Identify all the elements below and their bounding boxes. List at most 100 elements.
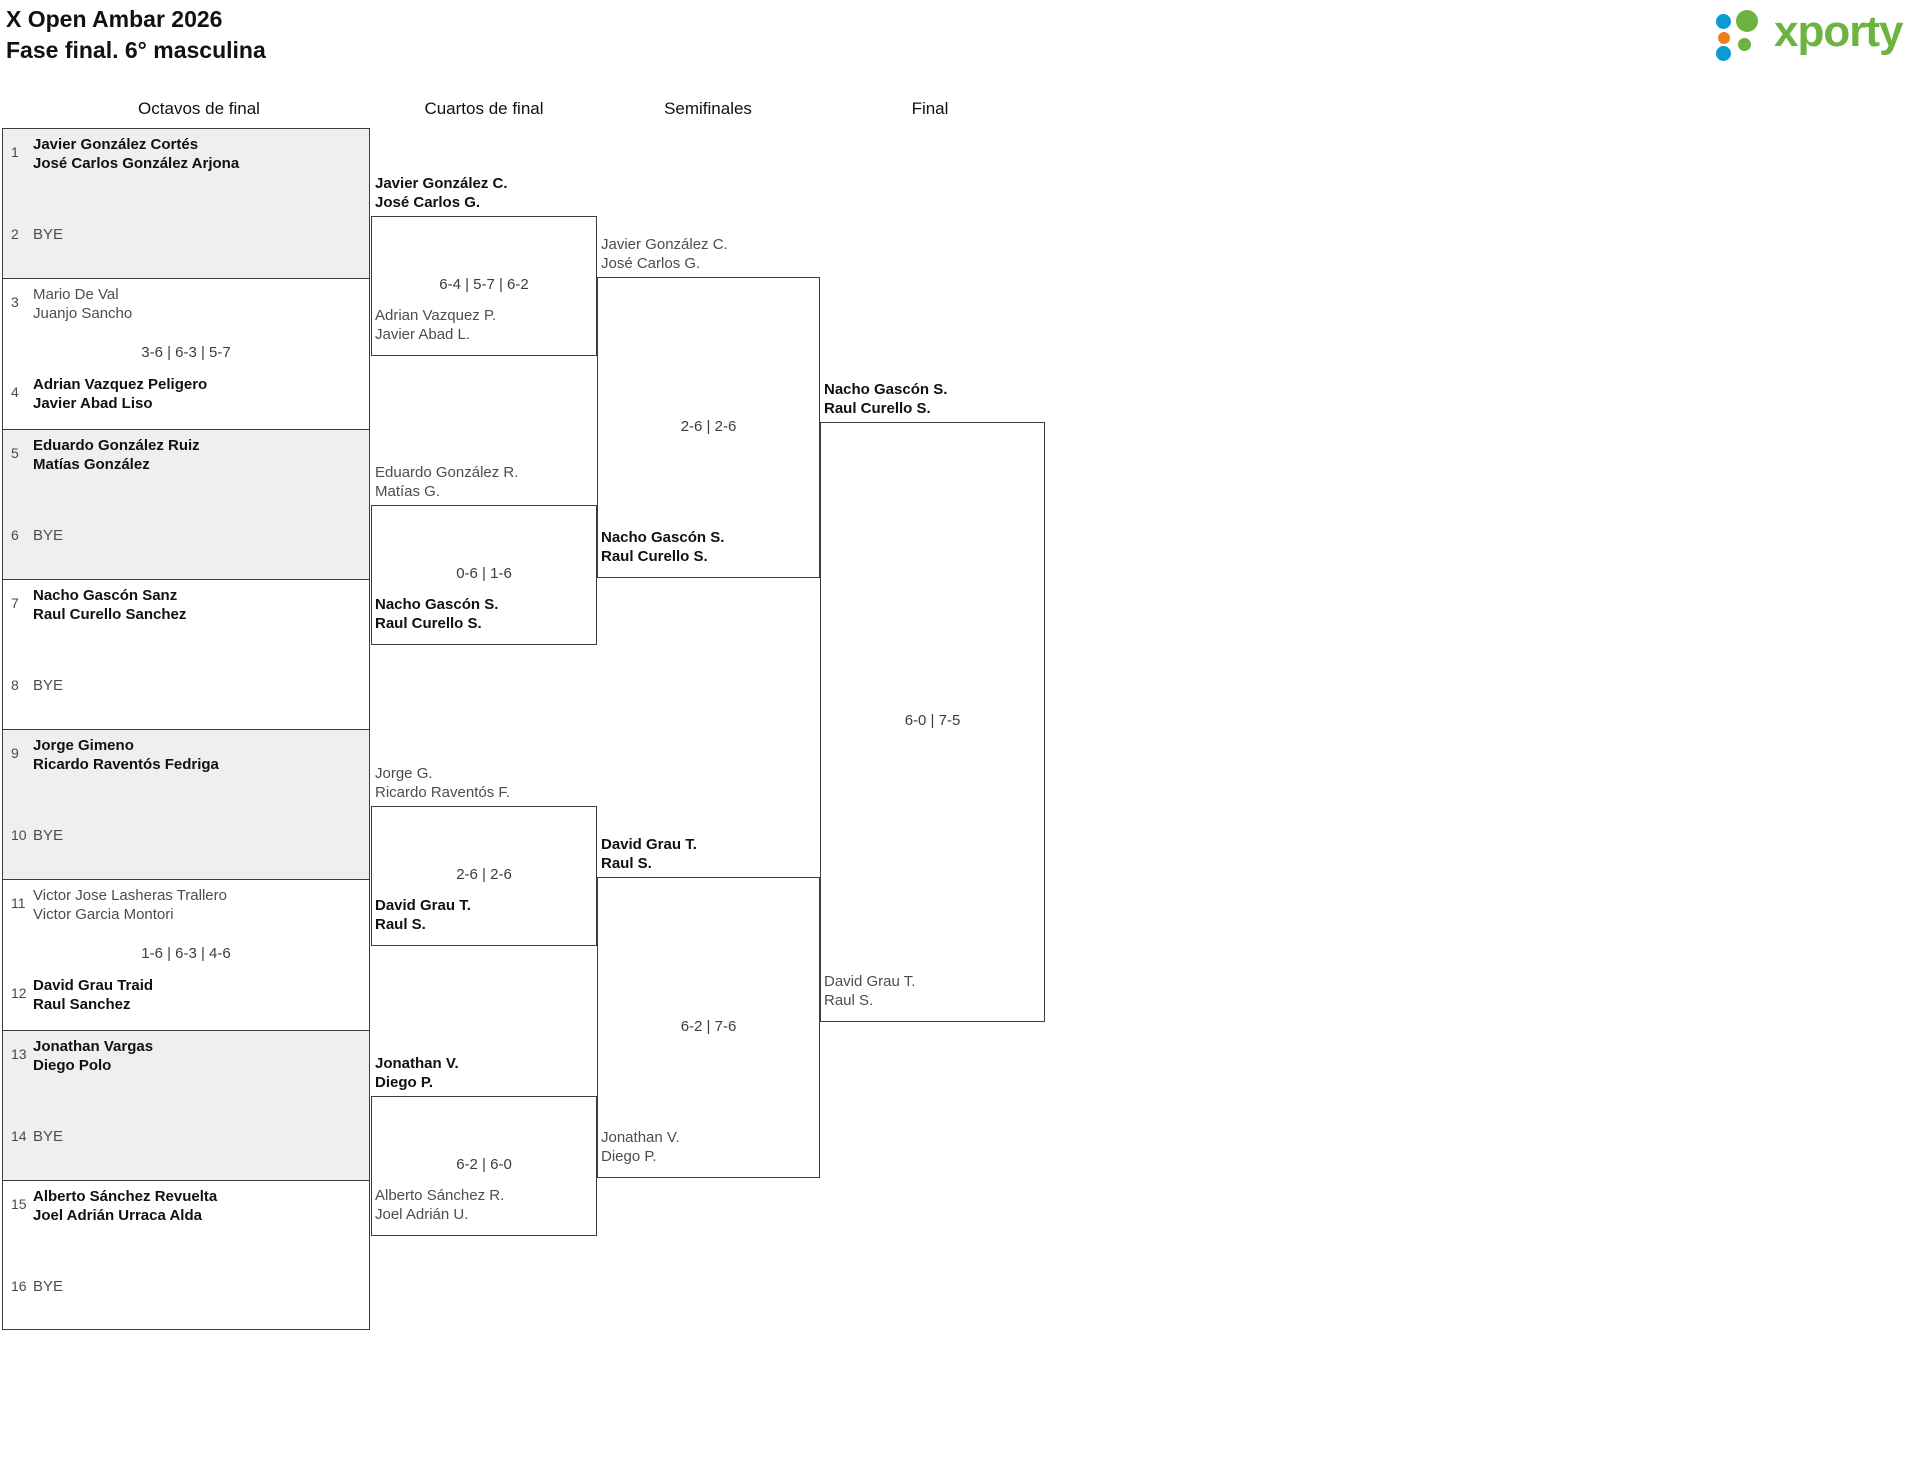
round-header-final: Final: [911, 99, 949, 118]
player-name: Jonathan V.: [375, 1055, 459, 1072]
semifinal-2-top-team: David Grau T. Raul S.: [601, 835, 697, 873]
bye-label: BYE: [33, 1127, 64, 1145]
player-name: Raul Sanchez: [33, 996, 131, 1014]
player-name: Nacho Gascón S.: [601, 529, 725, 546]
semifinal-2-bottom-team: Jonathan V.Diego P.: [601, 1128, 680, 1166]
player-name: Alberto Sánchez R.: [375, 1187, 505, 1204]
player-name: David Grau T.: [601, 836, 697, 853]
seed-number: 12: [11, 985, 27, 1002]
player-name: Javier González C.: [601, 236, 728, 253]
semifinal-1-box[interactable]: [597, 277, 820, 578]
player-name: Jorge G.: [375, 765, 433, 782]
player-name: Raul S.: [601, 855, 652, 872]
seed-number: 16: [11, 1277, 27, 1294]
player-name: Raul Curello S.: [601, 548, 708, 565]
bye-label: BYE: [33, 526, 64, 544]
player-name: Eduardo González R.: [375, 464, 519, 481]
quarterfinal-2-score: 0-6 | 1-6: [456, 565, 512, 582]
player-name: Adrian Vazquez Peligero: [33, 376, 208, 394]
semifinal-2-box[interactable]: [597, 877, 820, 1178]
xporty-logo[interactable]: xporty: [1716, 6, 1912, 62]
quarterfinal-1-score: 6-4 | 5-7 | 6-2: [439, 276, 529, 293]
player-name: Matías González: [33, 455, 150, 473]
seed-number: 5: [11, 444, 19, 461]
player-name: Mario De Val: [33, 286, 119, 304]
player-name: Raul Curello S.: [375, 615, 482, 632]
player-name: David Grau T.: [375, 897, 471, 914]
tournament-phase: Fase final. 6° masculina: [6, 37, 266, 63]
logo-wordmark: xporty: [1774, 7, 1903, 56]
match-score: 1-6 | 6-3 | 4-6: [141, 945, 231, 963]
round-header-semifinales: Semifinales: [664, 99, 752, 118]
final-match-top-team: Nacho Gascón S. Raul Curello S.: [824, 380, 947, 418]
semifinal-1-score: 2-6 | 2-6: [680, 417, 737, 435]
player-name: David Grau T.: [824, 973, 916, 990]
player-name: Nacho Gascón S.: [824, 381, 948, 398]
final-match-bottom-team: David Grau T.Raul S.: [824, 972, 915, 1010]
player-name: Jonathan Vargas: [33, 1037, 154, 1055]
quarterfinal-1-box[interactable]: [371, 216, 597, 356]
player-name: Javier González Cortés: [33, 136, 199, 153]
seed-number: 4: [11, 384, 19, 401]
player-name: Javier Abad Liso: [33, 395, 153, 413]
quarterfinal-3-score: 2-6 | 2-6: [456, 866, 512, 883]
seed-number: 7: [11, 594, 19, 611]
quarterfinal-3-top-team: Jorge G. Ricardo Raventós F.: [375, 764, 510, 802]
player-name: David Grau Traid: [33, 977, 154, 995]
player-name: Jorge Gimeno: [33, 737, 134, 754]
seed-number: 11: [11, 895, 26, 912]
player-name: Adrian Vazquez P.: [375, 307, 497, 324]
player-name: Victor Garcia Montori: [33, 906, 174, 924]
final-match-box[interactable]: [820, 422, 1045, 1022]
seed-number: 14: [11, 1127, 27, 1144]
player-name: Diego P.: [601, 1148, 657, 1165]
player-name: José Carlos González Arjona: [33, 155, 240, 172]
seed-number: 15: [11, 1195, 27, 1212]
seed-number: 8: [11, 676, 19, 693]
quarterfinal-3-bottom-team: David Grau T. Raul S.: [375, 896, 471, 934]
player-name: Joel Adrián U.: [375, 1206, 469, 1223]
bye-label: BYE: [33, 1277, 64, 1295]
seed-number: 1: [11, 144, 19, 160]
semifinal-2-score: 6-2 | 7-6: [680, 1017, 737, 1035]
player-name: Eduardo González Ruiz: [33, 436, 200, 454]
quarterfinal-3-box[interactable]: [371, 806, 597, 946]
quarterfinal-4-bottom-team: Alberto Sánchez R. Joel Adrián U.: [375, 1186, 504, 1224]
player-name: Diego Polo: [33, 1056, 112, 1074]
player-name: Nacho Gascón Sanz: [33, 586, 178, 604]
round-header-cuartos: Cuartos de final: [424, 99, 544, 118]
player-name: Raul Curello S.: [824, 400, 931, 417]
quarterfinal-4-top-team: Jonathan V.Diego P.: [375, 1054, 459, 1092]
player-name: Raul S.: [375, 916, 426, 933]
player-name: Raul Curello Sanchez: [33, 605, 187, 623]
bye-label: BYE: [33, 827, 64, 844]
round-header-octavos: Octavos de final: [138, 99, 260, 118]
quarterfinal-4-box[interactable]: [371, 1096, 597, 1236]
semifinal-1-top-team: Javier González C. José Carlos G.: [601, 235, 728, 273]
player-name: Ricardo Raventós F.: [375, 784, 511, 801]
final-match-score: 6-0 | 7-5: [904, 712, 961, 729]
player-name: José Carlos G.: [601, 255, 701, 272]
seed-number: 13: [11, 1045, 27, 1062]
quarterfinal-2-box[interactable]: [371, 505, 597, 645]
seed-number: 2: [11, 226, 19, 242]
player-name: Joel Adrián Urraca Alda: [33, 1206, 202, 1224]
player-name: Nacho Gascón S.: [375, 596, 499, 613]
bye-label: BYE: [33, 676, 64, 694]
